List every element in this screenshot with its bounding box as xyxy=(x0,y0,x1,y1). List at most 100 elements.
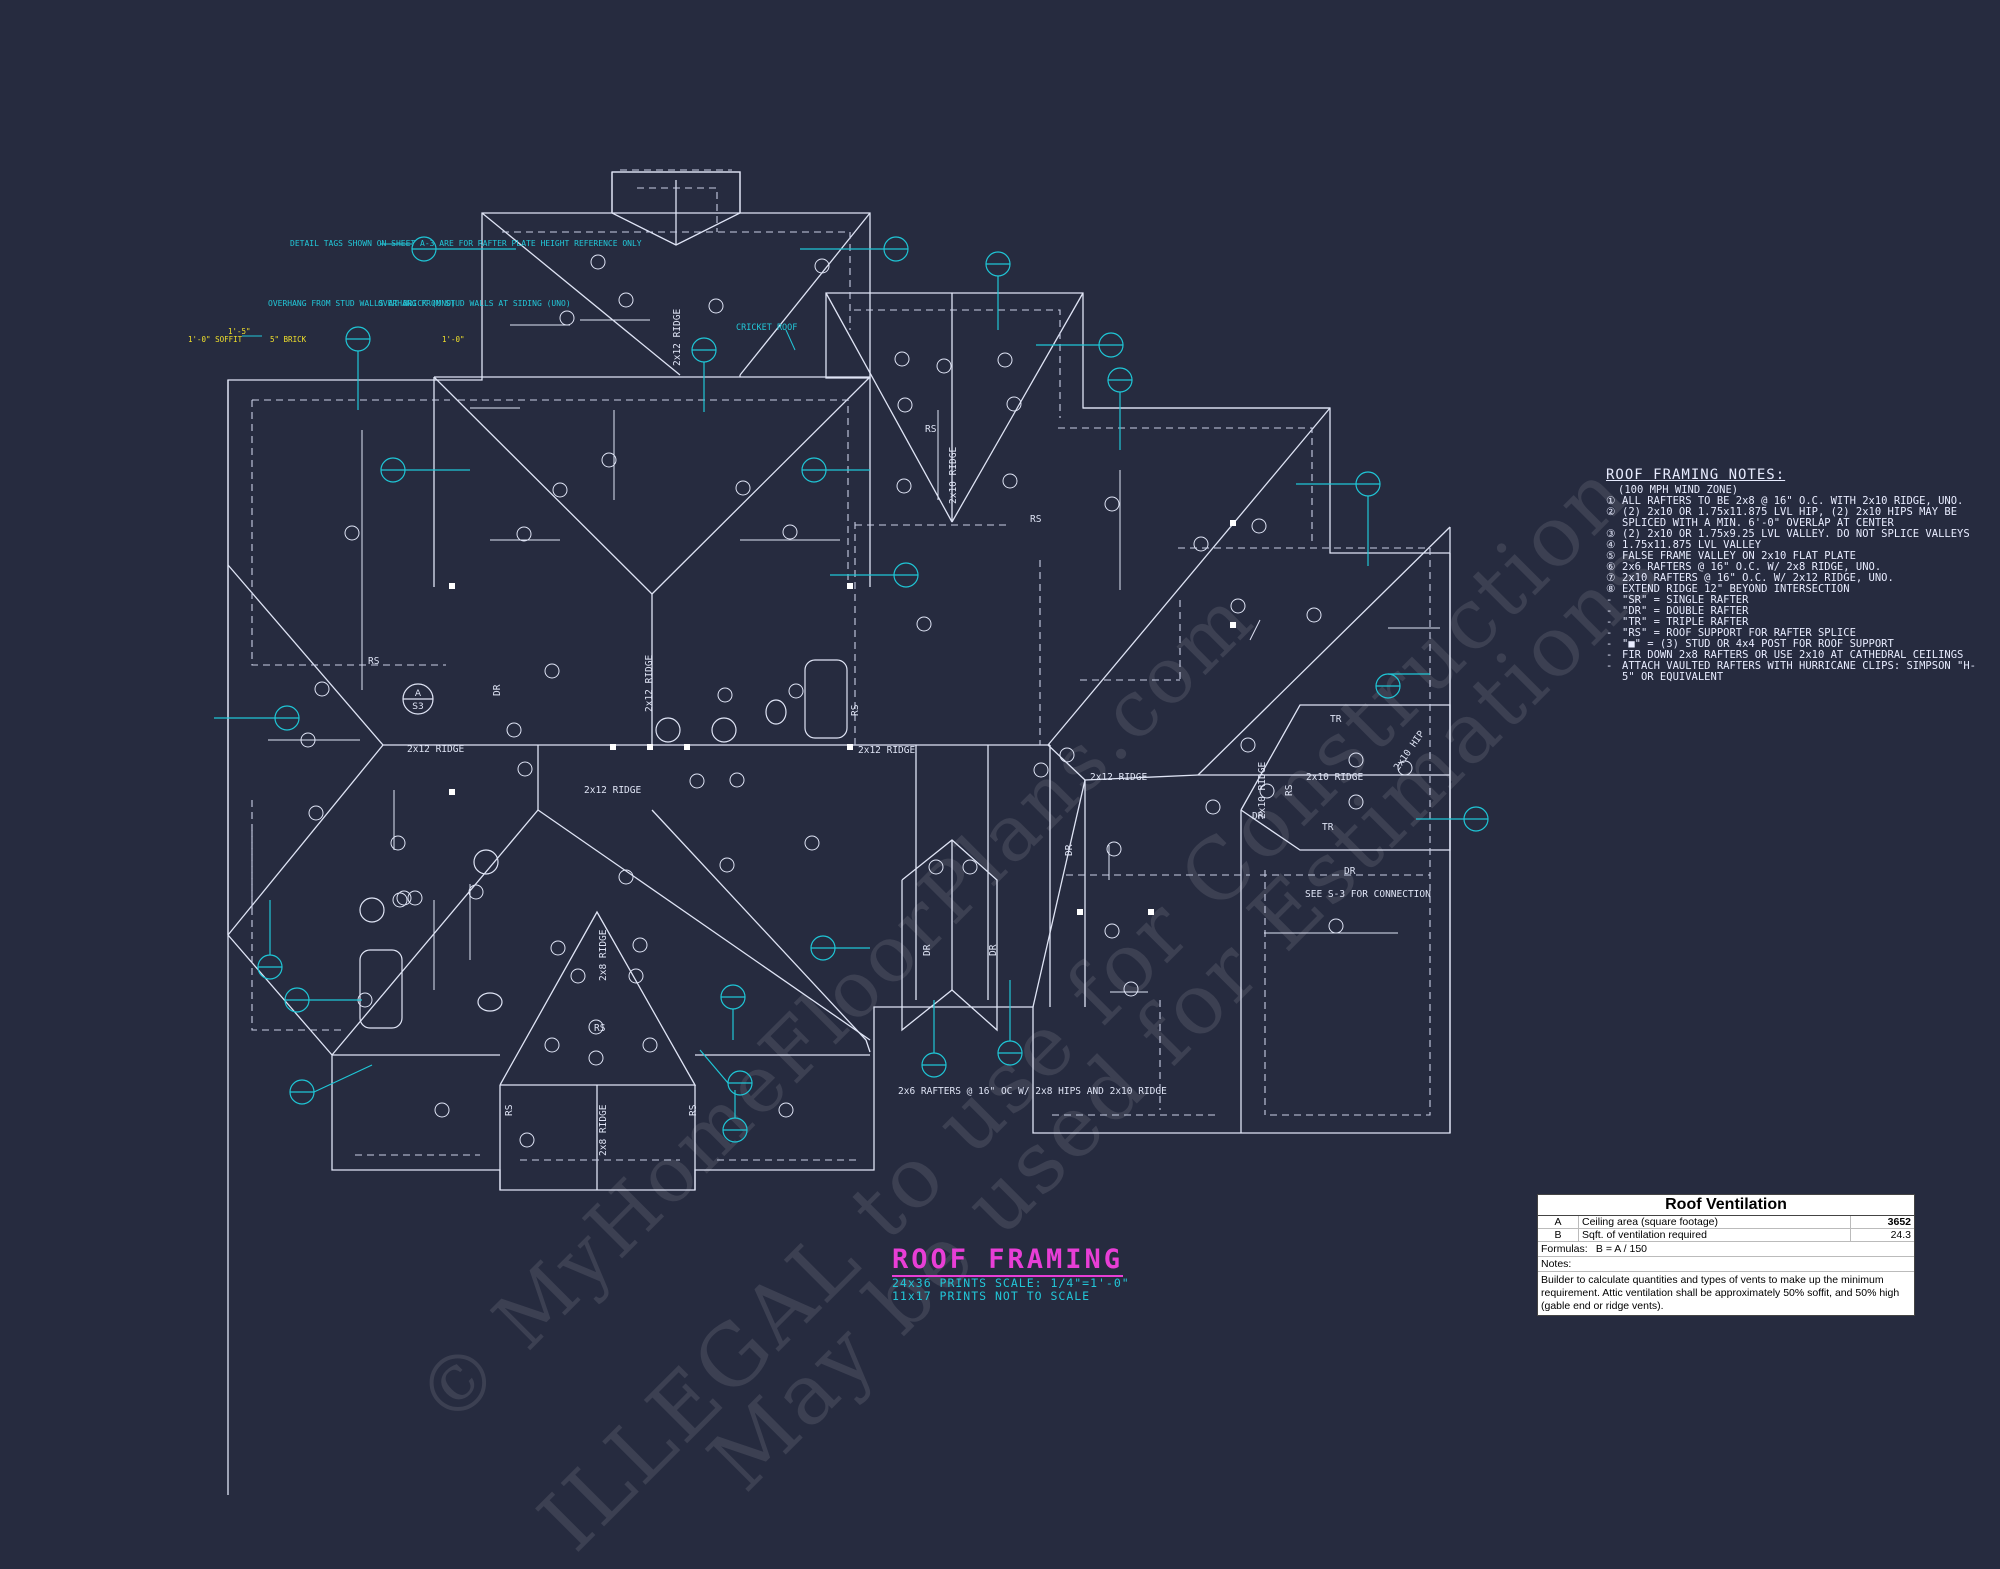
note-text: ALL RAFTERS TO BE 2x8 @ 16" O.C. WITH 2x… xyxy=(1622,495,1964,507)
overhang-siding-note: OVERHANG FROM STUD WALLS AT SIDING (UNO) xyxy=(378,299,571,308)
note-text: FIR DOWN 2x8 RAFTERS OR USE 2x10 AT CATH… xyxy=(1622,649,1964,661)
plan-text: 2x12 RIDGE 2x12 RIDGE 2x12 RIDGE 2x12 RI… xyxy=(368,309,1431,1156)
note-item: -"RS" = ROOF SUPPORT FOR RAFTER SPLICE xyxy=(1606,628,1986,639)
overhang-brick-note: OVERHANG FROM STUD WALLS AT BRICK (UNO) xyxy=(268,299,456,308)
drawing-title-block: ROOF FRAMING 24x36 PRINTS SCALE: 1/4"=1'… xyxy=(892,1244,1130,1303)
dr-label: DR xyxy=(988,944,999,956)
note-text: "DR" = DOUBLE RAFTER xyxy=(1622,605,1749,617)
note-mark: ⑧ xyxy=(1606,583,1616,595)
dimension-text: 1'-0" SOFFIT 1'-5" 5" BRICK 1'-0" xyxy=(188,327,465,344)
section-sheet: S3 xyxy=(412,702,423,712)
wall-lines xyxy=(251,169,1431,1161)
note-mark: ④ xyxy=(1606,539,1616,551)
note-text: "TR" = TRIPLE RAFTER xyxy=(1622,616,1749,628)
note-text: "RS" = ROOF SUPPORT FOR RAFTER SPLICE xyxy=(1622,627,1856,639)
row-value: 3652 xyxy=(1887,1216,1911,1228)
right-dimension: 1'-0" xyxy=(442,335,465,344)
detail-tags xyxy=(214,236,1489,1143)
row-label: Sqft. of ventilation required xyxy=(1579,1229,1851,1241)
note-item: ⑦ 2x10 RAFTERS @ 16" O.C. W/ 2x12 RIDGE, … xyxy=(1606,573,1986,584)
ridge-label: 2x12 RIDGE xyxy=(407,744,464,755)
notes-subtitle: (100 MPH WIND ZONE) xyxy=(1618,484,1739,496)
note-text: 1.75x11.875 LVL VALLEY xyxy=(1622,539,1762,551)
rs-label: RS xyxy=(594,1023,606,1034)
note-text: "■" = (3) STUD OR 4x4 POST FOR ROOF SUPP… xyxy=(1622,638,1894,650)
note-mark: - xyxy=(1606,616,1613,628)
ridge-label: 2x12 RIDGE xyxy=(672,309,683,366)
note-leaders xyxy=(242,243,796,351)
rs-label: RS xyxy=(504,1104,515,1116)
row-key: A xyxy=(1538,1216,1579,1228)
ridge-label: 2x12 RIDGE xyxy=(584,785,641,796)
note-text: "SR" = SINGLE RAFTER xyxy=(1622,594,1749,606)
dr-label: DR xyxy=(1344,866,1356,877)
note-mark: - xyxy=(1606,649,1613,661)
note-mark: ⑤ xyxy=(1606,550,1616,562)
top-dimension: 1'-5" xyxy=(228,327,251,336)
roof-framing-plan: A S3 2x12 RIDGE 2x12 RIDGE 2x12 RIDGE 2x… xyxy=(188,169,1489,1495)
note-text: ATTACH VAULTED RAFTERS WITH HURRICANE CL… xyxy=(1622,660,1977,683)
see-s3-label: SEE S-3 FOR CONNECTION xyxy=(1305,889,1431,900)
ridge-label: 2x8 RIDGE xyxy=(598,1104,609,1156)
detail-tag-note: DETAIL TAGS SHOWN ON SHEET A-3 ARE FOR R… xyxy=(290,239,642,248)
table-row: A Ceiling area (square footage) 3652 xyxy=(1538,1216,1914,1229)
note-mark: ① xyxy=(1606,495,1616,507)
note-text: 2x6 RAFTERS @ 16" O.C. W/ 2x8 RIDGE, UNO… xyxy=(1622,561,1882,573)
rafters-label: 2x6 RAFTERS @ 16" OC W/ 2x8 HIPS AND 2x1… xyxy=(898,1086,1167,1097)
ridge-label: 2x12 RIDGE xyxy=(1090,772,1147,783)
note-mark: - xyxy=(1606,594,1613,606)
note-text: (2) 2x10 OR 1.75x11.875 LVL HIP, (2) 2x1… xyxy=(1622,506,1958,529)
ridge-label: 2x8 RIDGE xyxy=(598,929,609,981)
note-item: -"■" = (3) STUD OR 4x4 POST FOR ROOF SUP… xyxy=(1606,639,1986,650)
note-item: -ATTACH VAULTED RAFTERS WITH HURRICANE C… xyxy=(1606,661,1986,683)
row-value: 24.3 xyxy=(1890,1229,1911,1241)
note-text: FALSE FRAME VALLEY ON 2x10 FLAT PLATE xyxy=(1622,550,1856,562)
formula-row: Formulas: B = A / 150 xyxy=(1538,1242,1914,1257)
ventilation-note: Builder to calculate quantities and type… xyxy=(1541,1274,1900,1312)
row-label: Ceiling area (square footage) xyxy=(1579,1216,1851,1228)
posts xyxy=(449,520,1236,915)
rs-label: RS xyxy=(850,704,861,716)
note-item: ② (2) 2x10 OR 1.75x11.875 LVL HIP, (2) 2x… xyxy=(1606,507,1986,529)
note-mark: ② xyxy=(1606,506,1616,518)
row-key: B xyxy=(1538,1229,1579,1241)
drawing-title: ROOF FRAMING xyxy=(892,1244,1124,1277)
section-marker xyxy=(402,683,434,715)
note-item: ① ALL RAFTERS TO BE 2x8 @ 16" O.C. WITH 2… xyxy=(1606,496,1986,507)
tr-label: TR xyxy=(1330,714,1342,725)
note-item: -"DR" = DOUBLE RAFTER xyxy=(1606,606,1986,617)
note-item: ③(2) 2x10 OR 1.75x9.25 LVL VALLEY. DO NO… xyxy=(1606,529,1986,540)
ridge-label: 2x12 RIDGE xyxy=(644,655,655,712)
brick-dimension: 5" BRICK xyxy=(270,335,307,344)
note-item: ④ 1.75x11.875 LVL VALLEY xyxy=(1606,540,1986,551)
note-mark: - xyxy=(1606,605,1613,617)
table-row: B Sqft. of ventilation required 24.3 xyxy=(1538,1229,1914,1242)
dr-label: DR xyxy=(492,684,503,696)
ventilation-title: Roof Ventilation xyxy=(1538,1195,1914,1216)
dr-label: DR xyxy=(1064,844,1075,856)
fixtures xyxy=(359,659,848,1029)
rafter-arrows xyxy=(268,319,1440,993)
note-item: -"SR" = SINGLE RAFTER xyxy=(1606,595,1986,606)
hip-label: 2x10 HIP xyxy=(1392,729,1427,773)
rs-label: RS xyxy=(688,1104,699,1116)
ridge-label: 2x10 RIDGE xyxy=(948,447,959,504)
callout-text: CRICKET ROOF xyxy=(736,323,797,333)
note-item: -FIR DOWN 2x8 RAFTERS OR USE 2x10 AT CAT… xyxy=(1606,650,1986,661)
note-mark: - xyxy=(1606,627,1613,639)
note-text: 2x10 RAFTERS @ 16" O.C. W/ 2x12 RIDGE, U… xyxy=(1622,572,1894,584)
note-mark: - xyxy=(1606,638,1613,650)
note-text: DETAIL TAGS SHOWN ON SHEET A-3 ARE FOR R… xyxy=(268,239,642,308)
scale-note: 24x36 PRINTS SCALE: 1/4"=1'-0" xyxy=(892,1276,1130,1290)
note-mark: ⑦ xyxy=(1606,572,1616,584)
formula-value: B = A / 150 xyxy=(1595,1243,1648,1255)
notes-list: ① ALL RAFTERS TO BE 2x8 @ 16" O.C. WITH 2… xyxy=(1606,496,1986,683)
dr-label: DR xyxy=(1252,811,1264,822)
scale-note-2: 11x17 PRINTS NOT TO SCALE xyxy=(892,1289,1091,1303)
roof-framing-notes: ROOF FRAMING NOTES: (100 MPH WIND ZONE) … xyxy=(1606,467,1986,683)
section-letter: A xyxy=(415,689,422,699)
notes-label: Notes: xyxy=(1538,1257,1914,1272)
roof-outline xyxy=(227,171,1451,1495)
notes-title: ROOF FRAMING NOTES: xyxy=(1606,467,1786,483)
